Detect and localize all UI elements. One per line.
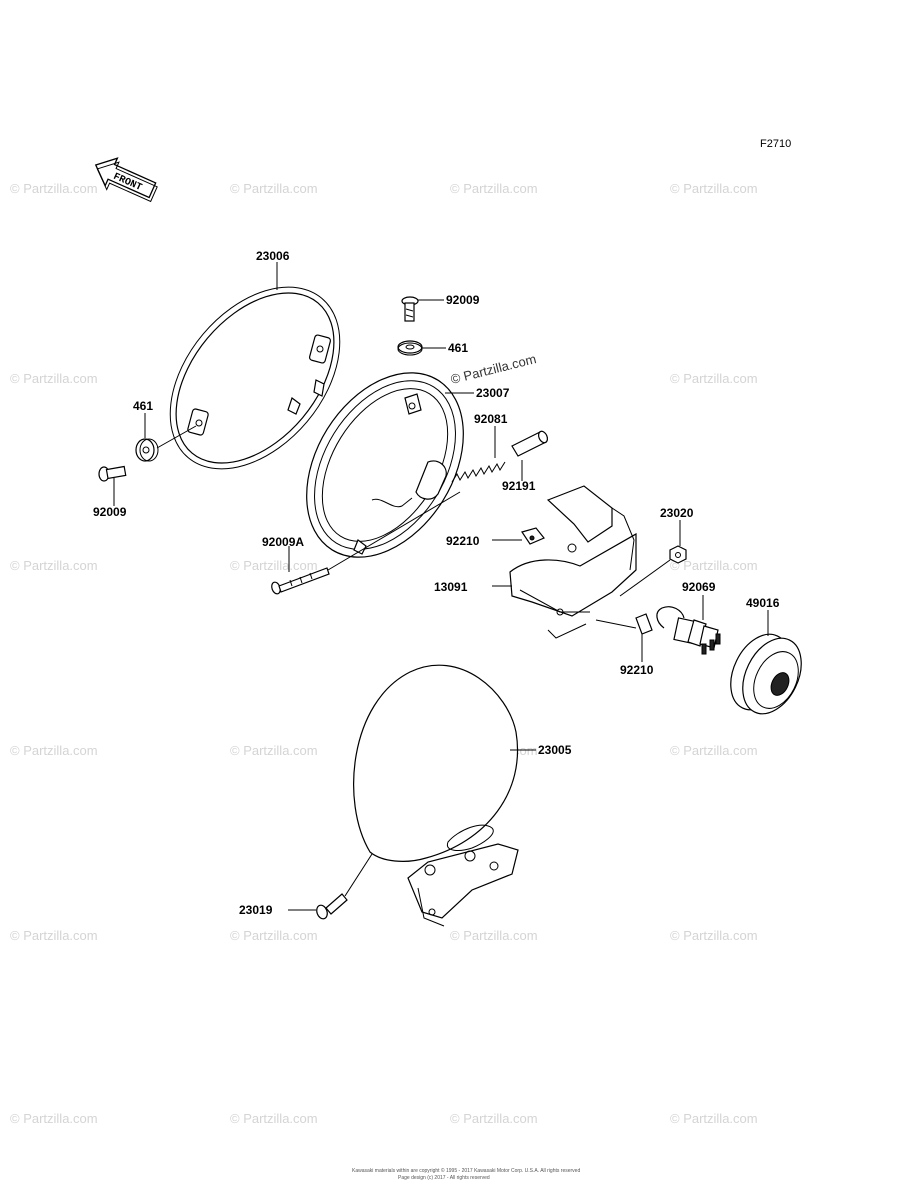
watermark: © Partzilla.com [670, 558, 758, 573]
clip-92210-lower [635, 613, 653, 635]
leader-line [344, 853, 373, 897]
watermark: © Partzilla.com [10, 928, 98, 943]
watermark: © Partzilla.com [10, 558, 98, 573]
lens-23005 [353, 664, 519, 927]
copyright-line-1: Kawasaki materials within are copyright … [352, 1167, 580, 1174]
label-92009-top: 92009 [446, 293, 480, 307]
spring-92081 [451, 461, 506, 483]
label-92009-left: 92009 [93, 505, 127, 519]
label-92191: 92191 [502, 479, 536, 493]
nut-23020 [669, 545, 687, 564]
label-92210-lower: 92210 [620, 663, 654, 677]
label-49016: 49016 [746, 596, 780, 610]
watermark: © Partzilla.com [10, 1111, 98, 1126]
screw-92009A [271, 567, 330, 595]
label-13091: 13091 [434, 580, 468, 594]
watermark: © Partzilla.com [670, 928, 758, 943]
watermark: © Partzilla.com [10, 181, 98, 196]
screw-92009-top [401, 296, 419, 322]
cap-49016 [730, 633, 802, 715]
figure-code: F2710 [760, 138, 791, 150]
washer-461-left [135, 438, 159, 462]
housing-23007 [306, 372, 464, 558]
copyright-line-2: Page design (c) 2017 - All rights reserv… [398, 1175, 490, 1181]
watermark-grid: © Partzilla.com © Partzilla.com © Partzi… [10, 181, 758, 1126]
label-92210-upper: 92210 [446, 534, 480, 548]
watermark: © Partzilla.com [230, 558, 318, 573]
label-92009A: 92009A [262, 535, 304, 549]
label-92081: 92081 [474, 412, 508, 426]
watermark-dark: © Partzilla.com [449, 351, 538, 387]
label-92069: 92069 [682, 580, 716, 594]
bulb-92069 [656, 606, 721, 655]
watermark: © Partzilla.com [670, 371, 758, 386]
watermark: © Partzilla.com [670, 1111, 758, 1126]
bracket-13091 [509, 485, 637, 639]
watermark: © Partzilla.com [450, 1111, 538, 1126]
leader-line [156, 425, 197, 449]
clip-92210-upper [521, 527, 545, 545]
label-23006: 23006 [256, 249, 290, 263]
label-461-top: 461 [448, 341, 468, 355]
leader-line [619, 559, 671, 597]
collar-92191 [511, 430, 549, 457]
leader-line [595, 619, 637, 629]
label-23019: 23019 [239, 903, 273, 917]
watermark: © Partzilla.com [670, 181, 758, 196]
watermark: © Partzilla.com [230, 1111, 318, 1126]
watermark: © Partzilla.com [10, 371, 98, 386]
watermark: © Partzilla.com [10, 743, 98, 758]
label-23007: 23007 [476, 386, 510, 400]
washer-461-top [397, 340, 423, 356]
label-23005: 23005 [538, 743, 572, 757]
rim-23006 [169, 286, 341, 470]
front-arrow-icon: FRONT [94, 157, 158, 203]
watermark: © Partzilla.com [230, 928, 318, 943]
screw-92009-left [98, 465, 127, 482]
watermark: © Partzilla.com [670, 743, 758, 758]
watermark: © Partzilla.com [450, 181, 538, 196]
label-461-left: 461 [133, 399, 153, 413]
watermark: © Partzilla.com [230, 181, 318, 196]
bolt-23019 [316, 893, 348, 920]
watermark: © Partzilla.com [230, 743, 318, 758]
leader-line [327, 491, 461, 571]
label-23020: 23020 [660, 506, 694, 520]
watermark: © Partzilla.com [450, 928, 538, 943]
